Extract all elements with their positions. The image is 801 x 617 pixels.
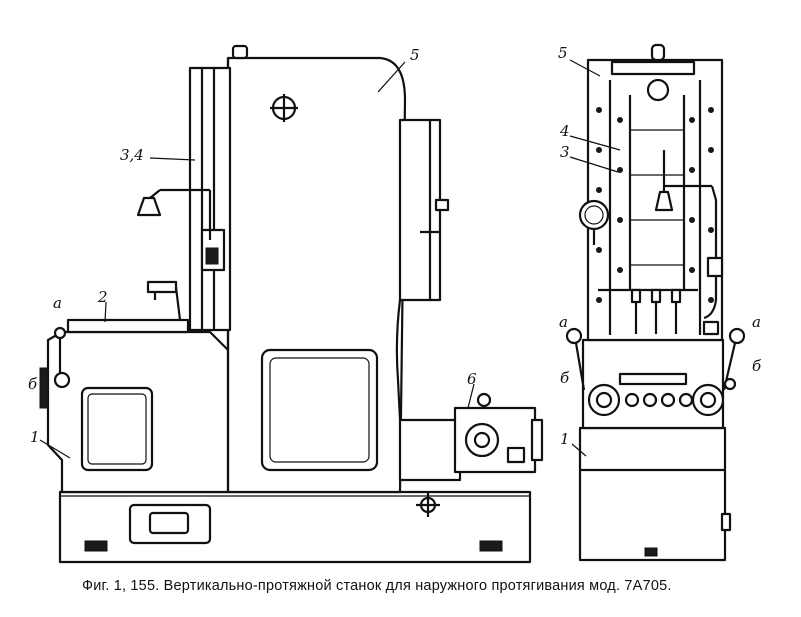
side-handles xyxy=(39,326,71,409)
side-left-housing xyxy=(46,318,232,494)
front-tool-holders xyxy=(598,288,720,336)
front-control-panel xyxy=(581,338,725,430)
front-label-5: 5 xyxy=(558,44,568,62)
side-label-6: 6 xyxy=(467,370,477,388)
front-view: 5 4 3 а а б б 1 xyxy=(558,43,762,562)
side-fitting xyxy=(146,280,182,321)
front-handles xyxy=(565,327,746,391)
side-label-b: б xyxy=(28,375,38,393)
side-drive-unit xyxy=(398,392,544,517)
front-label-b-right: б xyxy=(752,357,762,375)
front-leaders xyxy=(569,59,621,457)
side-label-2: 2 xyxy=(97,288,108,306)
side-lamp xyxy=(136,188,212,240)
side-base xyxy=(58,490,532,564)
front-label-1: 1 xyxy=(560,430,570,448)
side-label-3-4: 3,4 xyxy=(120,146,144,164)
front-pressure-gauge xyxy=(578,199,610,245)
front-label-3: 3 xyxy=(560,143,570,161)
side-label-5: 5 xyxy=(410,46,420,64)
side-door-panel xyxy=(395,118,450,421)
side-label-1: 1 xyxy=(30,428,40,446)
front-label-a-left: а xyxy=(559,313,568,331)
front-base xyxy=(578,426,732,562)
front-label-4: 4 xyxy=(559,122,570,140)
side-view: 5 3,4 2 а б 1 6 xyxy=(28,44,544,564)
front-bolts xyxy=(596,107,714,303)
figure-caption: Фиг. 1, 155. Вертикально-протяжной стано… xyxy=(82,578,672,594)
front-label-b-left: б xyxy=(560,369,570,387)
side-column xyxy=(226,44,407,494)
side-leaders xyxy=(39,61,475,459)
side-label-a: а xyxy=(53,294,62,312)
front-label-a-right: а xyxy=(752,313,761,331)
